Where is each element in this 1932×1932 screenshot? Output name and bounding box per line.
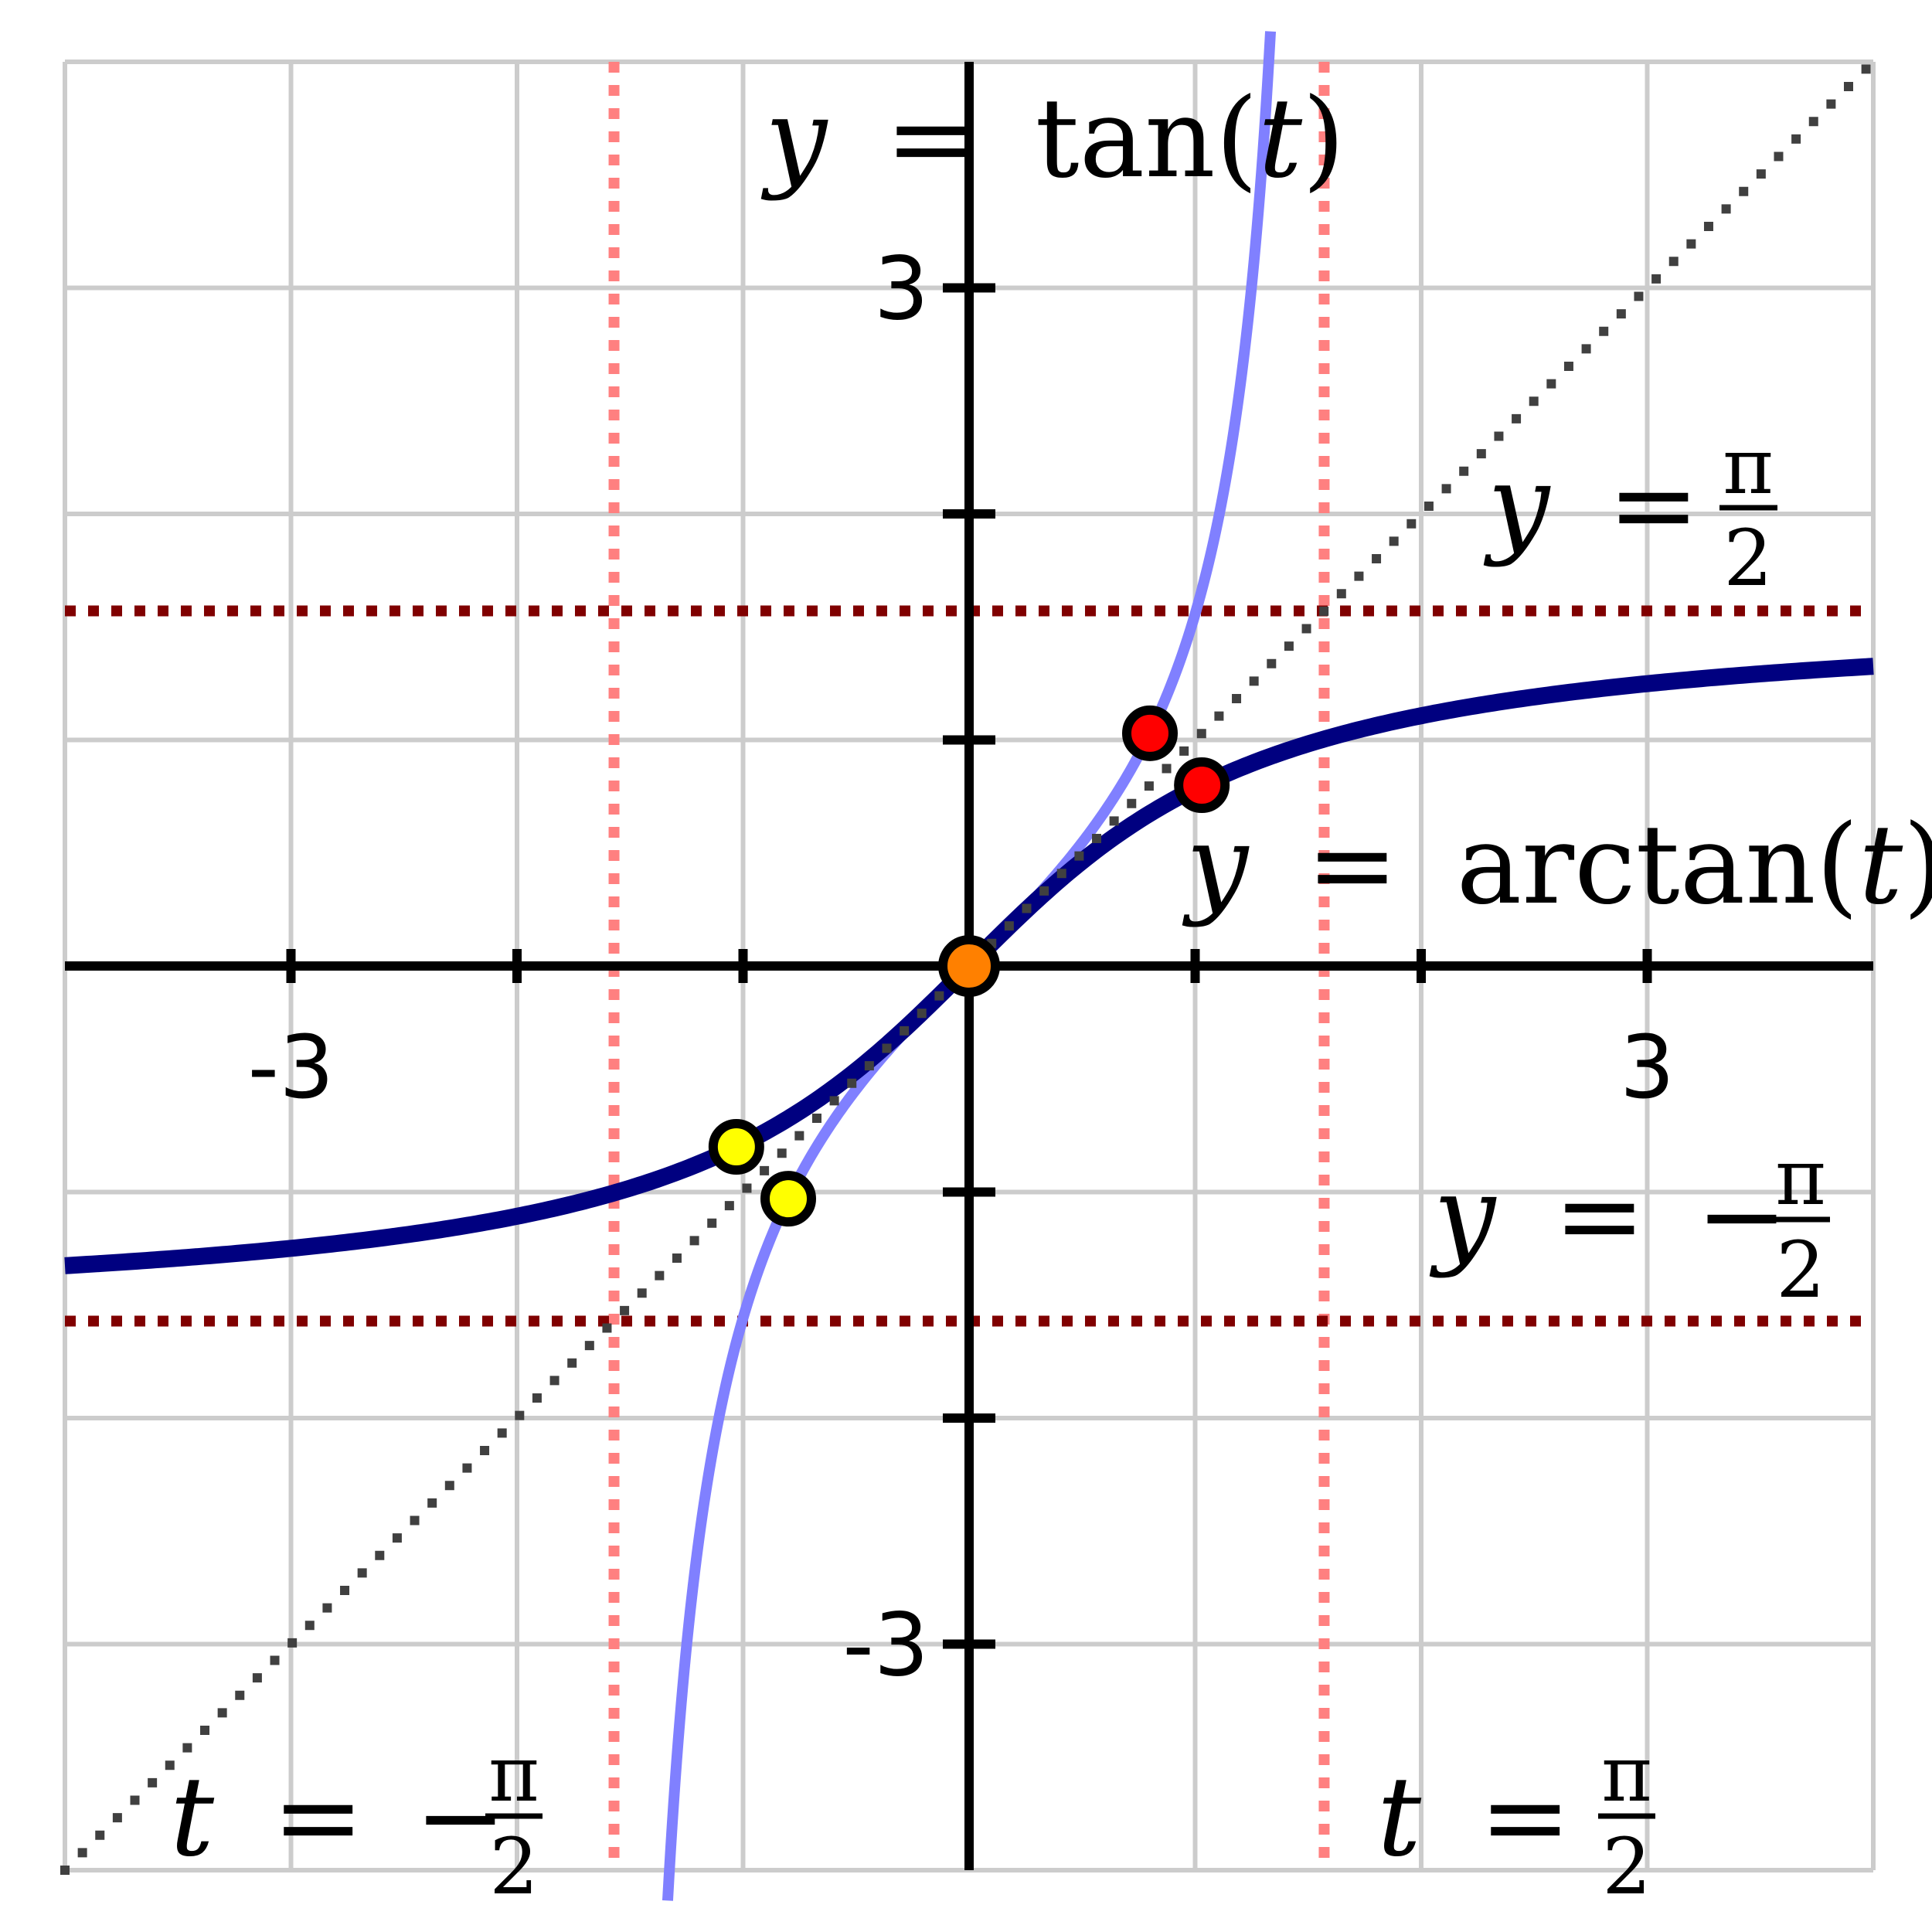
svg-text:π: π — [1601, 1729, 1652, 1819]
svg-text:t =: t = — [1377, 1753, 1571, 1881]
y-tick-label: 3 — [874, 240, 929, 340]
marked-point — [1122, 705, 1178, 761]
svg-text:t = −: t = − — [170, 1753, 506, 1881]
t-neg-pi-over-2-label: t = − π 2 — [170, 1729, 543, 1912]
marked-point — [938, 935, 1000, 997]
tan-curve-label: y = tan(t) — [760, 75, 1345, 202]
arctan-curve-label: y = arctan(t) — [1182, 801, 1932, 929]
svg-text:y =: y = — [1483, 441, 1699, 569]
marked-point — [1174, 757, 1230, 813]
svg-text:π: π — [488, 1729, 539, 1819]
x-tick-label: -3 — [248, 1018, 335, 1118]
x-tick-label: 3 — [1620, 1018, 1675, 1118]
labels: -3 3 3 -3 — [248, 240, 1675, 1696]
y-pi-over-2-label: y = π 2 — [1483, 421, 1777, 604]
t-pi-over-2-label: t = π 2 — [1377, 1729, 1655, 1912]
svg-text:π: π — [1775, 1132, 1826, 1223]
svg-text:π: π — [1723, 421, 1774, 512]
y-neg-pi-over-2-label: y = − π 2 — [1429, 1132, 1830, 1315]
svg-text:2: 2 — [489, 1821, 539, 1912]
points — [708, 705, 1230, 1227]
svg-text:2: 2 — [1602, 1821, 1651, 1912]
svg-text:y = −: y = − — [1429, 1152, 1787, 1280]
y-tick-label: -3 — [842, 1596, 929, 1696]
svg-text:2: 2 — [1776, 1225, 1825, 1315]
marked-point — [760, 1171, 816, 1227]
svg-text:2: 2 — [1723, 513, 1773, 604]
marked-point — [708, 1119, 764, 1175]
identity-line — [58, 55, 1880, 1877]
